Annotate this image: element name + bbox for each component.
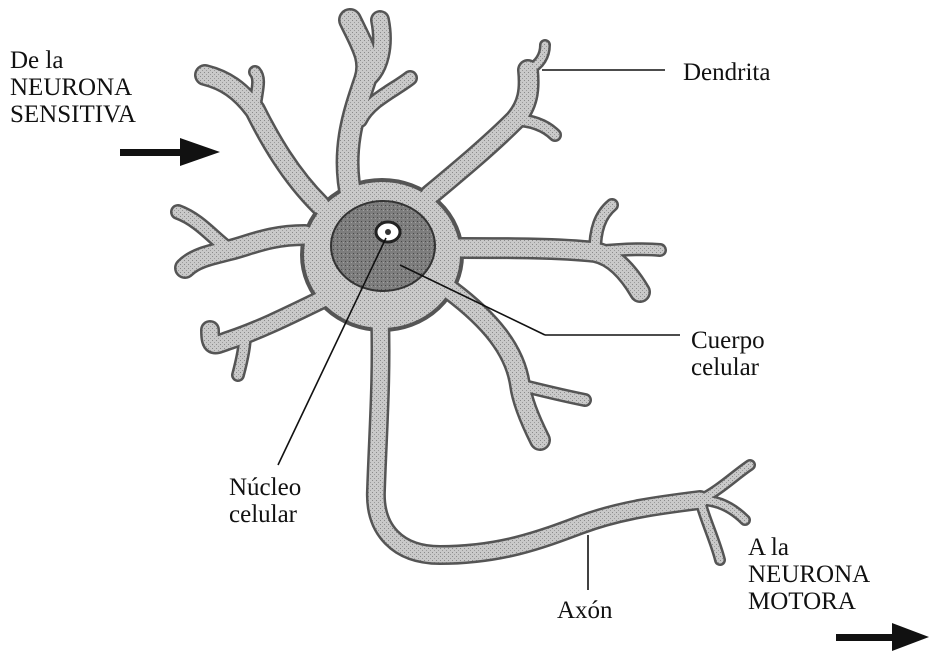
nucleus-label-line-2: celular — [229, 501, 301, 528]
input-label-line-2: NEURONA — [10, 74, 136, 101]
output-arrow — [836, 623, 929, 651]
input-arrow — [120, 138, 220, 166]
dendrite-label-text: Dendrita — [683, 59, 770, 86]
input-label-line-3: SENSITIVA — [10, 101, 136, 128]
output-label-line-2: NEURONA — [748, 561, 870, 588]
input-label-line-1: De la — [10, 47, 136, 74]
output-label-line-1: A la — [748, 534, 870, 561]
dendrite-label: Dendrita — [683, 59, 770, 86]
axon-label: Axón — [557, 597, 613, 624]
cell-body-label-line-2: celular — [691, 354, 765, 381]
cell-body-label: Cuerpo celular — [691, 327, 765, 381]
nucleus-label-line-1: Núcleo — [229, 474, 301, 501]
axon-label-text: Axón — [557, 597, 613, 624]
input-label: De la NEURONA SENSITIVA — [10, 47, 136, 128]
nucleus-label: Núcleo celular — [229, 474, 301, 528]
output-label-line-3: MOTORA — [748, 588, 870, 615]
output-label: A la NEURONA MOTORA — [748, 534, 870, 615]
cell-body-label-line-1: Cuerpo — [691, 327, 765, 354]
